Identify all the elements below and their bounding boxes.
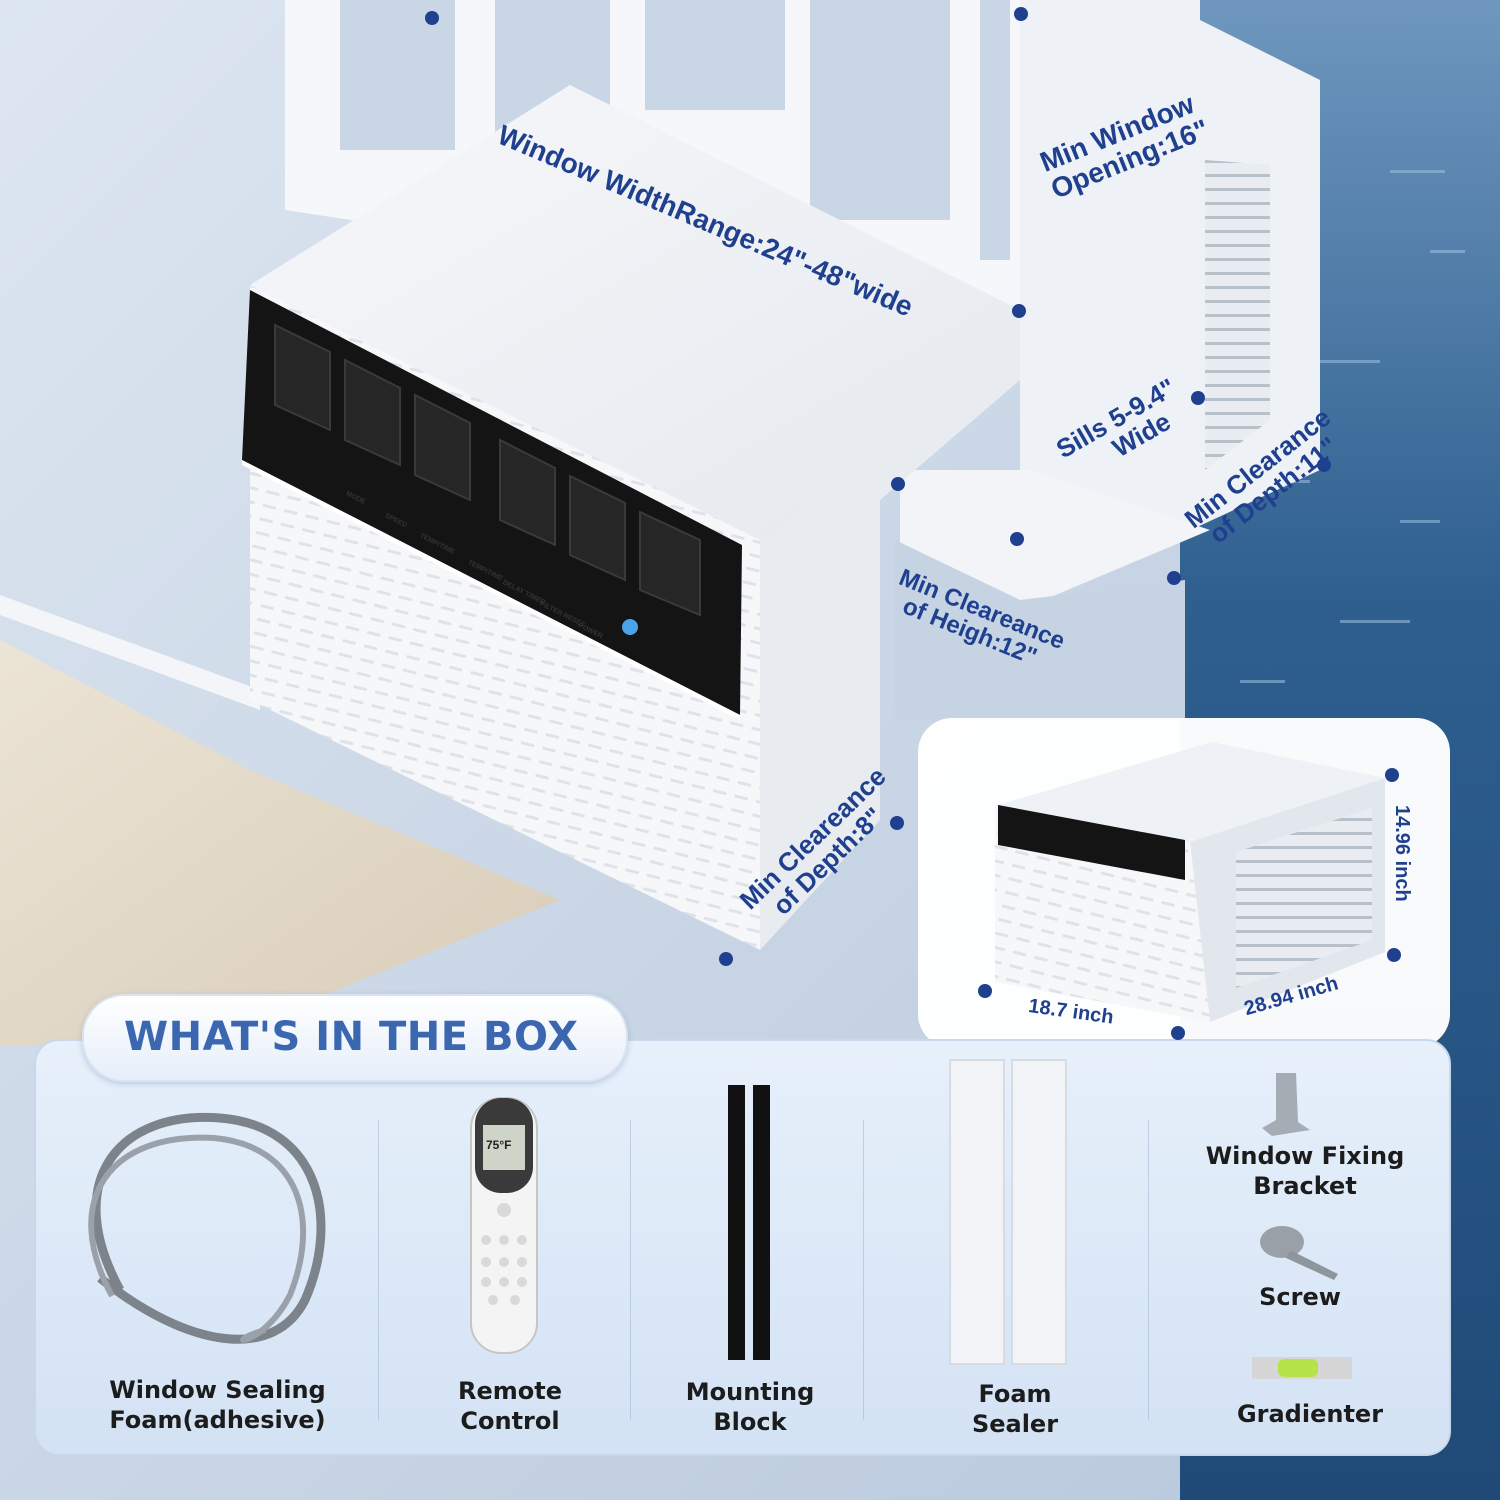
dimension-dot [1167, 571, 1181, 585]
power-indicator-icon [622, 619, 638, 635]
item-remote-control: Remote Control [430, 1376, 590, 1436]
item-label-line1: Foam [978, 1380, 1052, 1408]
divider [630, 1120, 631, 1420]
temp-up-button-label: TEMP/TIME [418, 532, 456, 556]
divider [863, 1120, 864, 1420]
item-foam-sealer: Foam Sealer [945, 1379, 1085, 1439]
item-label-line2: Control [460, 1407, 560, 1435]
item-gradienter: Gradienter [1225, 1399, 1395, 1429]
dimension-dot [978, 984, 992, 998]
item-label-line1: Mounting [685, 1378, 815, 1406]
power-button-label: POWER [577, 622, 604, 641]
dimension-dot [1010, 532, 1024, 546]
dimension-dot [1387, 948, 1401, 962]
dimension-dot [719, 952, 733, 966]
item-window-fixing-bracket: Window Fixing Bracket [1190, 1141, 1420, 1201]
item-label-line1: Gradienter [1236, 1400, 1384, 1428]
item-label-line1: Window Sealing [109, 1376, 326, 1404]
item-label-line1: Screw [1259, 1283, 1341, 1311]
item-screw: Screw [1230, 1282, 1370, 1312]
dimension-dot [1385, 768, 1399, 782]
dimension-dot [1191, 391, 1205, 405]
item-mounting-block: Mounting Block [670, 1377, 830, 1437]
dimension-dot [425, 11, 439, 25]
temp-down-button-label: TEMP/TIME [466, 559, 504, 583]
item-label-line2: Foam(adhesive) [109, 1406, 326, 1434]
box-title: WHAT'S IN THE BOX [124, 1014, 579, 1060]
item-label-line1: Window Fixing [1205, 1142, 1405, 1170]
box-title-pill: WHAT'S IN THE BOX [82, 994, 628, 1082]
dimension-dot [1317, 458, 1331, 472]
speed-button-label: SPEED [383, 512, 409, 530]
inset-height-label: 14.96 inch [1391, 805, 1413, 902]
item-label-line2: Bracket [1253, 1172, 1357, 1200]
dimension-dot [890, 816, 904, 830]
divider [1148, 1120, 1149, 1420]
item-label-line2: Block [713, 1408, 787, 1436]
divider [378, 1120, 379, 1420]
dimension-dot [1171, 1026, 1185, 1040]
item-window-sealing-foam: Window Sealing Foam(adhesive) [100, 1375, 335, 1435]
remote-display: 75°F [486, 1138, 512, 1152]
item-label-line2: Sealer [971, 1410, 1059, 1438]
dimension-dot [1012, 304, 1026, 318]
dimension-dot [1014, 7, 1028, 21]
mode-button-label: MODE [344, 490, 367, 507]
dimension-dot [891, 477, 905, 491]
item-label-line1: Remote [457, 1377, 562, 1405]
